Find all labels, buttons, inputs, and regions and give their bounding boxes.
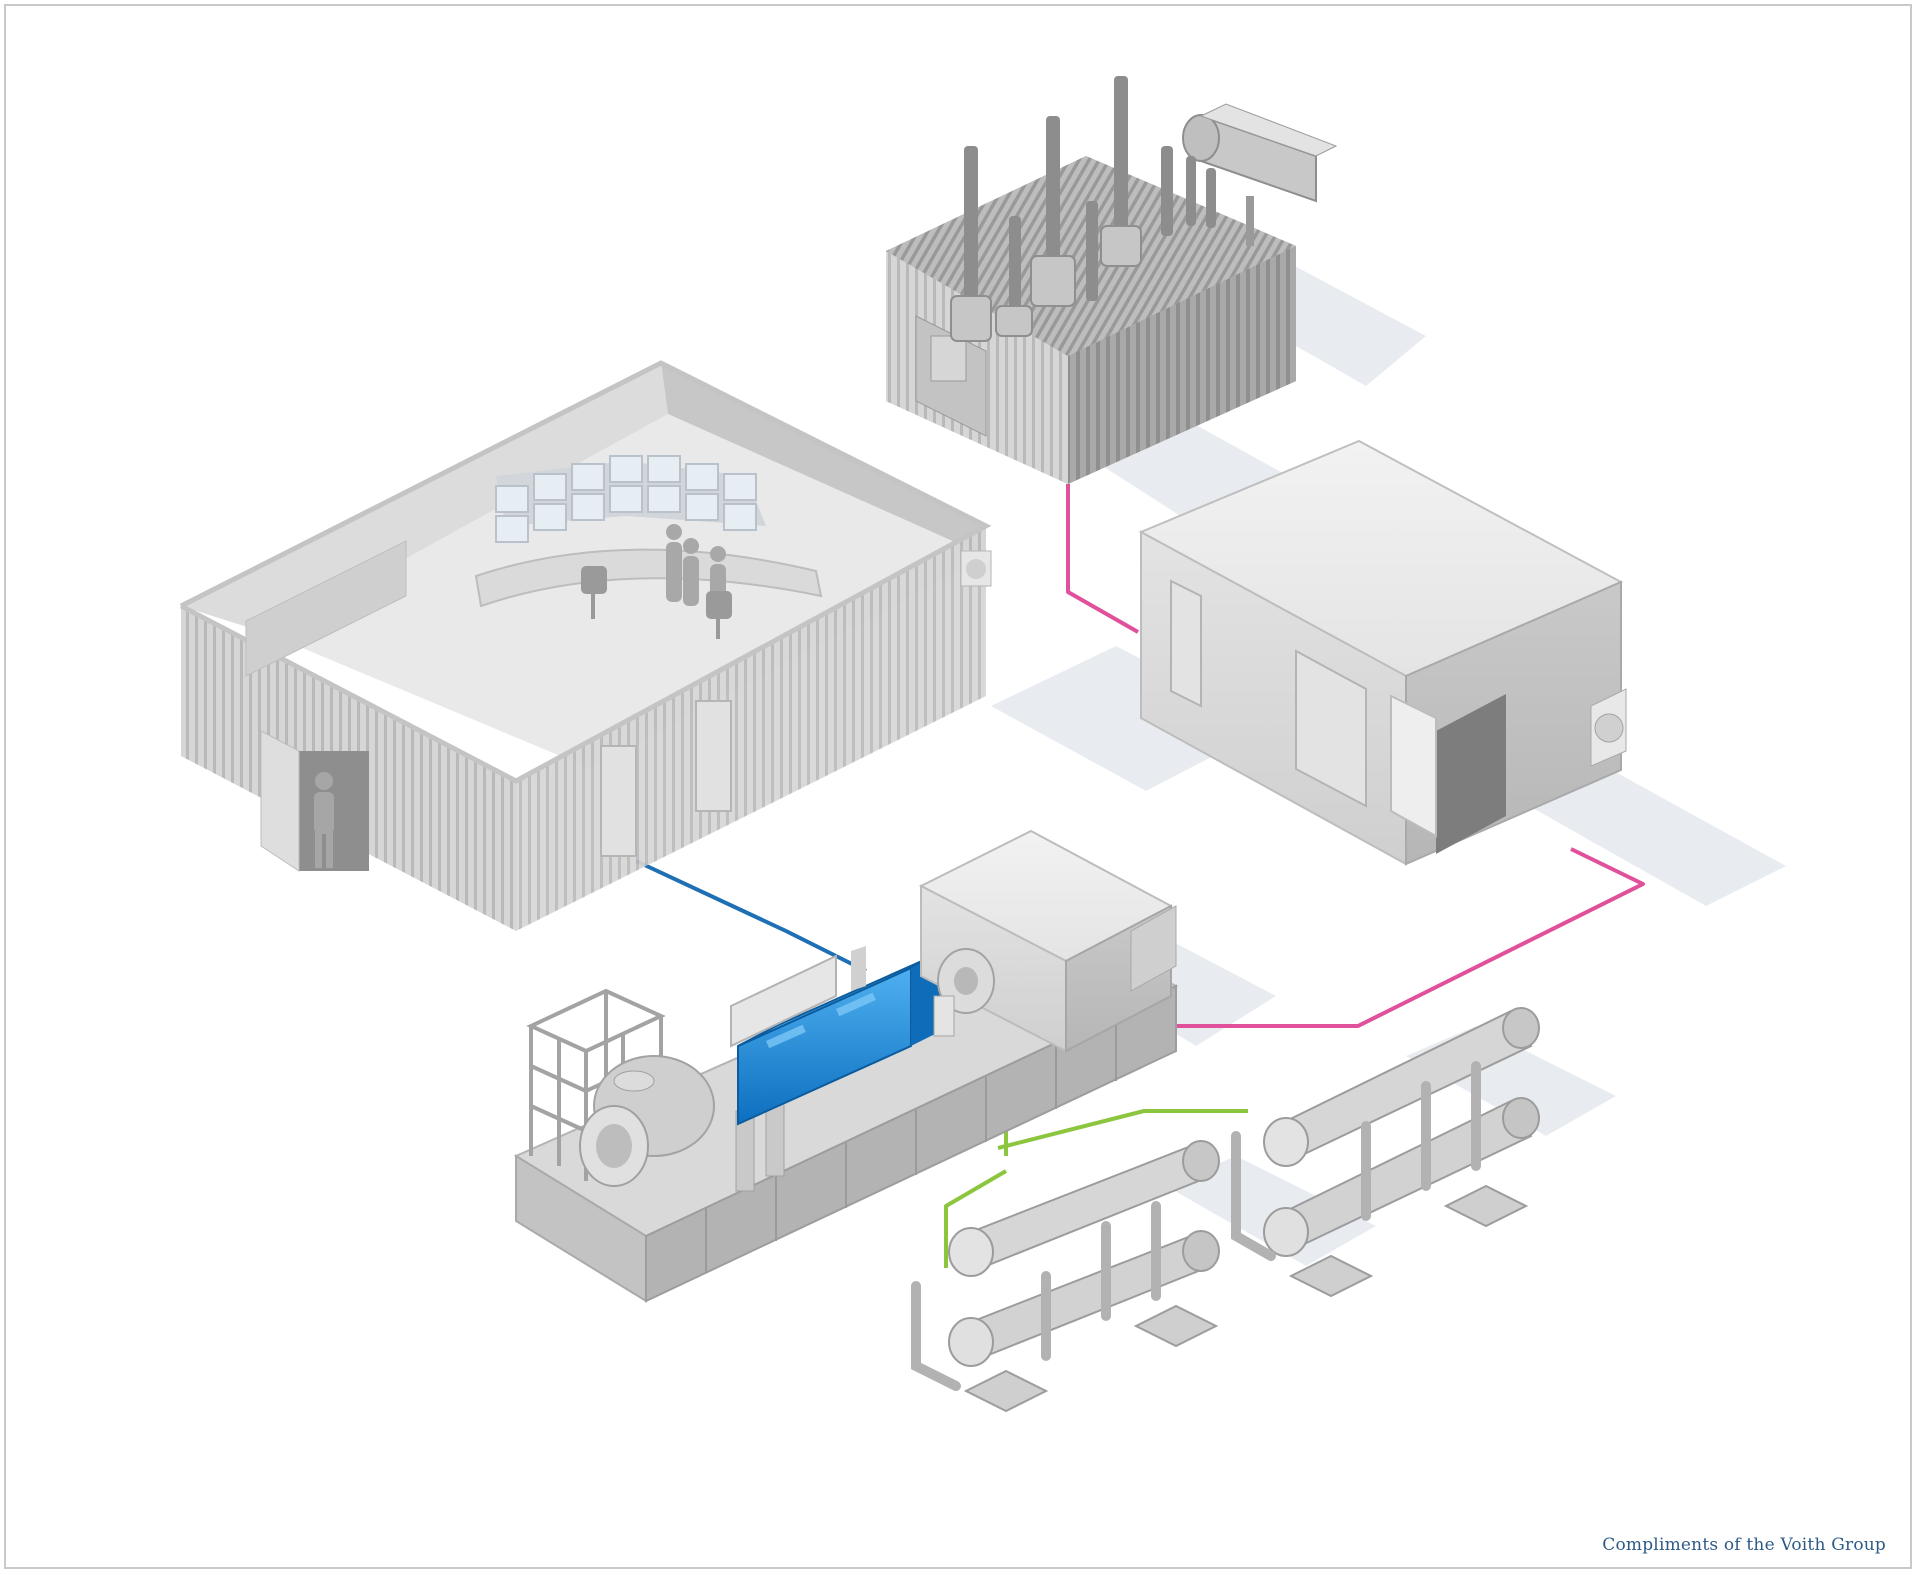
compressor [579, 1055, 785, 1192]
control-cable-blue [635, 859, 867, 973]
credit-caption: Compliments of the Voith Group [1602, 1535, 1886, 1555]
transformer [886, 76, 1338, 484]
connection-lines [635, 484, 1645, 1268]
control-room-building [179, 360, 992, 931]
worker-figure [314, 772, 334, 868]
heat-exchanger-rear [1231, 1007, 1540, 1298]
cooling-pipe-green-3 [944, 1169, 1008, 1268]
plant-layout-diagram [179, 76, 1786, 1413]
power-cable-pink-transformer [1066, 484, 1139, 634]
illustration-frame: Compliments of the Voith Group [4, 4, 1912, 1569]
cooling-pipe-green-2 [997, 1109, 1248, 1150]
drive-train-skid [513, 829, 1179, 1303]
electric-motor [918, 829, 1177, 1053]
power-cable-pink-motor [1176, 847, 1645, 1028]
electrical-container [1138, 439, 1627, 866]
heat-exchanger-front [911, 1140, 1220, 1413]
bushings [964, 76, 1216, 316]
